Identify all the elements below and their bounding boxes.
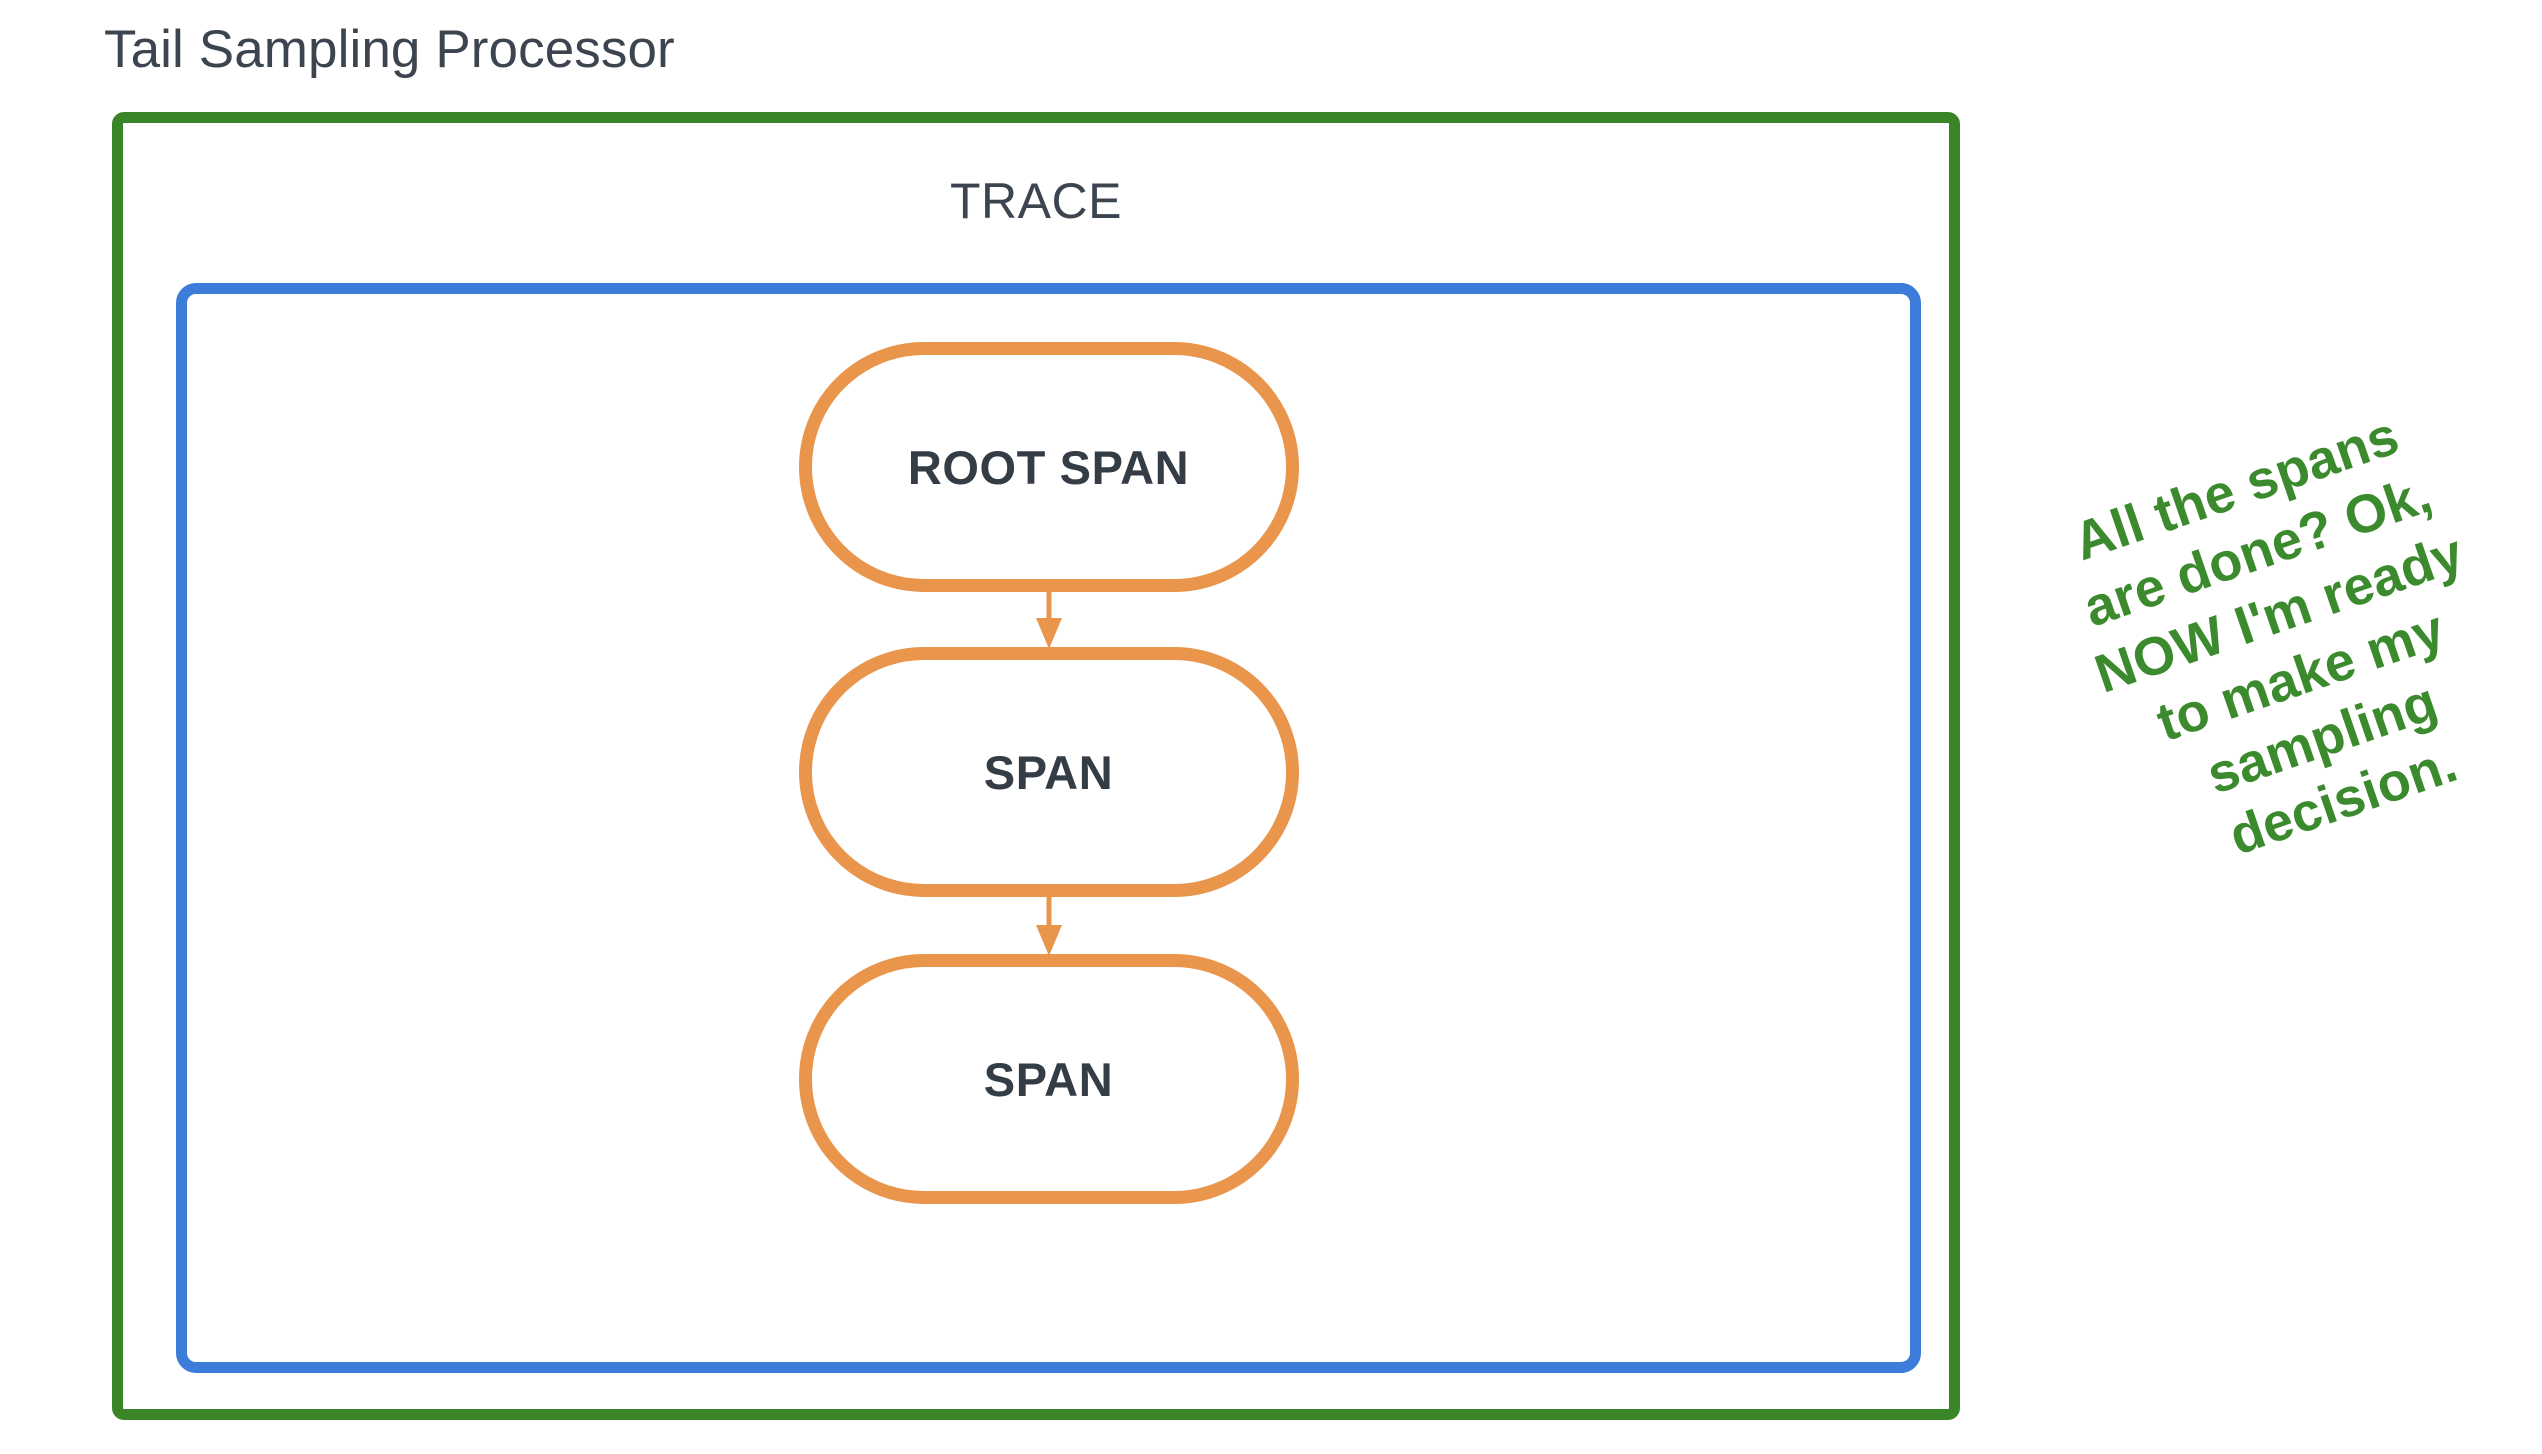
page-title: Tail Sampling Processor <box>104 20 675 79</box>
tail-sampling-processor-box: TRACE ROOT SPAN SPAN <box>112 112 1960 1420</box>
arrow-down-icon <box>1029 895 1069 957</box>
span-node-root[interactable]: ROOT SPAN <box>798 342 1299 592</box>
span-node-label: ROOT SPAN <box>907 440 1190 494</box>
trace-label: TRACE <box>950 173 1122 229</box>
span-node-child-2[interactable]: SPAN <box>798 954 1299 1204</box>
arrow-down-icon <box>1029 588 1069 650</box>
span-node-label: SPAN <box>983 1052 1114 1106</box>
sampling-decision-annotation: All the spans are done? Ok, NOW I'm read… <box>1980 374 2542 917</box>
span-node-label: SPAN <box>983 745 1114 799</box>
trace-box: ROOT SPAN SPAN <box>176 283 1921 1373</box>
span-node-child-1[interactable]: SPAN <box>798 647 1299 897</box>
span-chain: ROOT SPAN SPAN <box>187 294 1910 1362</box>
